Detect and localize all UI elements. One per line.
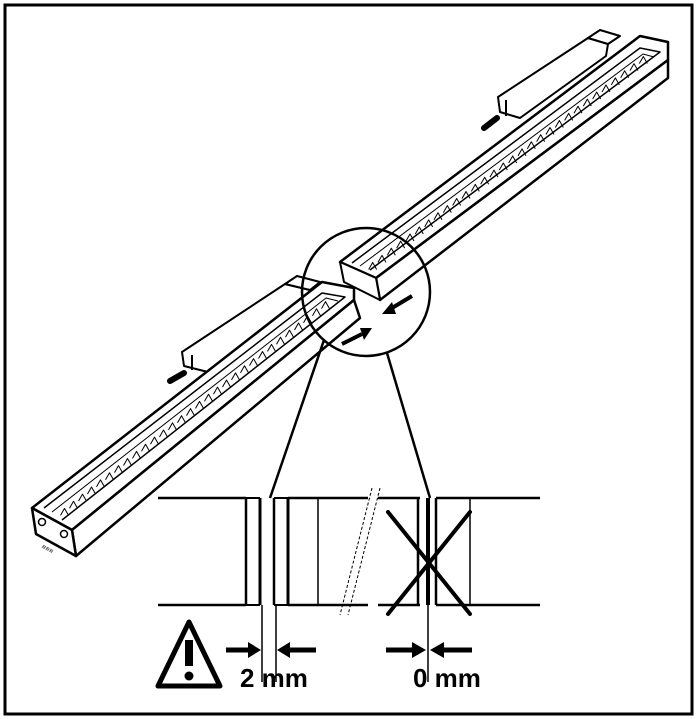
zoom-line-left bbox=[268, 339, 326, 499]
cross-icon bbox=[386, 510, 472, 616]
gap-label-2mm: 2 mm bbox=[240, 663, 308, 693]
break-marks bbox=[339, 487, 381, 616]
rail-assembly: ≡≡≡ bbox=[30, 29, 670, 558]
joint-arrow-upper bbox=[382, 294, 414, 314]
detail-gap-correct bbox=[158, 496, 368, 607]
magnifier-circle bbox=[300, 226, 432, 358]
zoom-line-right bbox=[385, 352, 432, 499]
warning-triangle-icon bbox=[155, 619, 223, 689]
gap-arrows-0mm bbox=[386, 605, 472, 682]
lens-row bbox=[60, 56, 648, 516]
rail-left: ≡≡≡ bbox=[30, 280, 362, 558]
gap-label-0mm: 0 mm bbox=[413, 663, 481, 693]
gap-arrows-2mm bbox=[226, 605, 316, 682]
svg-text:≡≡≡: ≡≡≡ bbox=[40, 544, 54, 556]
rail-right bbox=[338, 34, 670, 302]
motor-right bbox=[481, 29, 621, 131]
joint-arrow-lower bbox=[341, 328, 372, 346]
